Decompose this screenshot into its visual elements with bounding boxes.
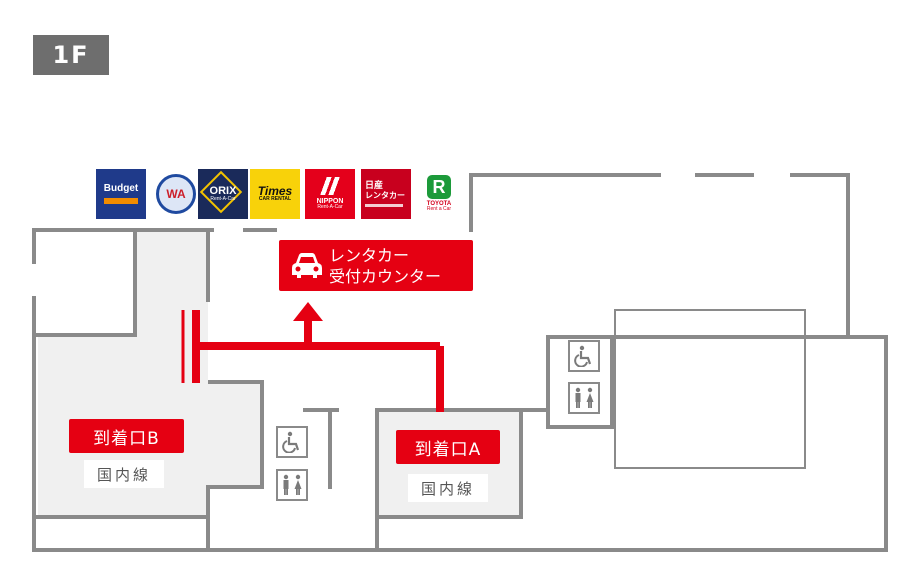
rental-logo-times: Times CAR RENTAL (250, 169, 300, 219)
wheelchair-icon (568, 340, 600, 372)
arrival-gate-b: 到着口B (69, 419, 184, 453)
restroom-icon (276, 469, 308, 501)
route-arrow-icon (293, 302, 323, 321)
counter-subtitle: 受付カウンター (329, 266, 442, 286)
rental-logo-toyota: R TOYOTA Rent a Car (414, 169, 464, 219)
arrival-gate-a: 到着口A (396, 430, 500, 464)
rental-logo-nippon: NIPPON Rent-A-Car (305, 169, 355, 219)
domestic-label-b: 国内線 (84, 460, 164, 488)
restroom-icon (568, 382, 600, 414)
rental-logo-orix: ORIX Rent-A-Car (198, 169, 248, 219)
rental-logo-budget: Budget (96, 169, 146, 219)
rental-logo-wa: WA (151, 169, 201, 219)
counter-title: レンタカー (329, 245, 410, 265)
rental-car-counter-sign: レンタカー 受付カウンター (279, 240, 473, 291)
floor-label: 1F (33, 35, 109, 75)
domestic-label-a: 国内線 (408, 474, 488, 502)
car-icon (287, 246, 327, 286)
wheelchair-icon (276, 426, 308, 458)
rental-logo-nissan: 日産 レンタカー (361, 169, 411, 219)
